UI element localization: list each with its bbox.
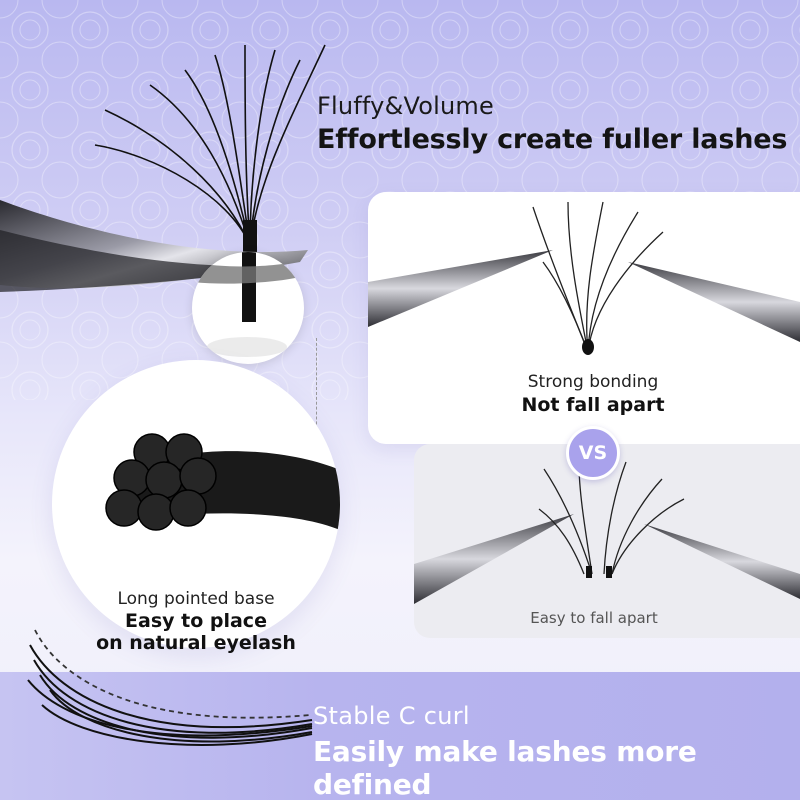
headline-subtitle: Fluffy&Volume — [317, 92, 494, 120]
natural-eyelash-label: on natural eyelash — [96, 632, 296, 654]
pointed-base-image — [105, 433, 340, 531]
pointed-base-caption: Long pointed base Easy to place on natur… — [60, 588, 332, 654]
fall-apart-card: Easy to fall apart — [414, 444, 800, 638]
not-fall-apart-label: Not fall apart — [521, 394, 665, 416]
pointed-base-label: Long pointed base — [117, 589, 275, 609]
curl-title: Easily make lashes more defined — [313, 735, 697, 800]
guide-line — [316, 338, 317, 444]
zoom-detail-circle — [192, 252, 304, 364]
zoom-detail-image — [192, 252, 304, 357]
vs-badge: VS — [566, 426, 620, 480]
easy-place-label: Easy to place — [125, 610, 267, 632]
pointed-base-circle — [52, 360, 340, 648]
strong-bonding-card: Strong bonding Not fall apart — [368, 192, 800, 444]
strong-bonding-label: Strong bonding — [527, 372, 659, 392]
headline-title: Effortlessly create fuller lashes — [317, 124, 788, 155]
fall-apart-label: Easy to fall apart — [530, 609, 658, 627]
curl-feature-band — [0, 672, 800, 800]
curl-subtitle: Stable C curl — [313, 702, 470, 730]
fall-apart-image — [414, 461, 800, 604]
c-curl-lash-illustration — [27, 629, 313, 746]
strong-bonding-image — [368, 201, 800, 355]
